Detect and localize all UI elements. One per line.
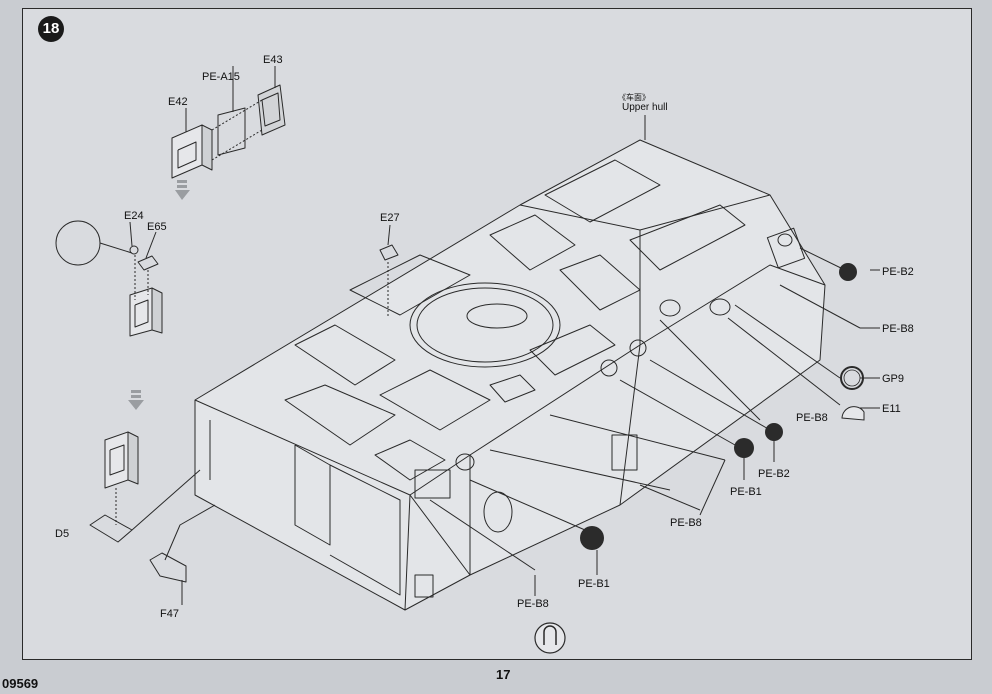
- callout-pe-b2-mid: PE-B2: [758, 468, 790, 480]
- detail-zoom-circle: [55, 220, 133, 266]
- callout-pe-b1-low: PE-B1: [578, 578, 610, 590]
- gp9-ring: [840, 366, 864, 390]
- pe-disc-b2-mid: [765, 423, 783, 441]
- photo-etch-bend-icon: [534, 622, 566, 654]
- e11-hatch-part: [841, 406, 865, 421]
- callout-e27: E27: [380, 212, 400, 224]
- upper-hull-part: [194, 139, 826, 611]
- part-e24: [129, 245, 139, 255]
- jerry-can-assembled-lower: [104, 431, 139, 489]
- part-f47: [149, 552, 187, 583]
- pe-a15-plate: [217, 107, 246, 156]
- page-number: 17: [496, 667, 511, 682]
- part-e65: [137, 255, 159, 271]
- jerry-can-frame-e43: [257, 84, 286, 136]
- callout-gp9: GP9: [882, 373, 905, 385]
- part-e27: [379, 244, 399, 318]
- jerry-can-e42: [171, 124, 213, 179]
- bracket-d5: [89, 514, 133, 543]
- callout-e42: E42: [168, 96, 188, 108]
- upper-hull-chinese-label: 《车面》: [618, 93, 650, 102]
- callout-pe-b8-low: PE-B8: [670, 517, 702, 529]
- pe-disc-b1-mid: [734, 438, 754, 458]
- callout-pe-b8-top: PE-B8: [882, 323, 914, 335]
- callout-pe-b8-mid: PE-B8: [796, 412, 828, 424]
- callout-e11: E11: [882, 403, 901, 415]
- callout-pe-b1-mid: PE-B1: [730, 486, 762, 498]
- callout-e24: E24: [124, 210, 144, 222]
- pe-disc-b2-top: [839, 263, 857, 281]
- callout-pe-b8-bottom: PE-B8: [517, 598, 549, 610]
- callout-e65: E65: [147, 221, 167, 233]
- kit-code: 09569: [2, 676, 39, 691]
- callout-d5: D5: [55, 528, 70, 540]
- upper-hull-label: Upper hull: [622, 102, 668, 113]
- callout-e43: E43: [263, 54, 283, 66]
- callout-f47: F47: [160, 608, 179, 620]
- step-number-badge: 18: [38, 16, 64, 42]
- assembly-arrow-lower: [128, 390, 144, 410]
- callout-pe-b2-top: PE-B2: [882, 266, 914, 278]
- callout-pe-a15: PE-A15: [202, 71, 240, 83]
- pe-disc-b1-low: [580, 526, 604, 550]
- assembly-arrow-upper: [175, 180, 190, 200]
